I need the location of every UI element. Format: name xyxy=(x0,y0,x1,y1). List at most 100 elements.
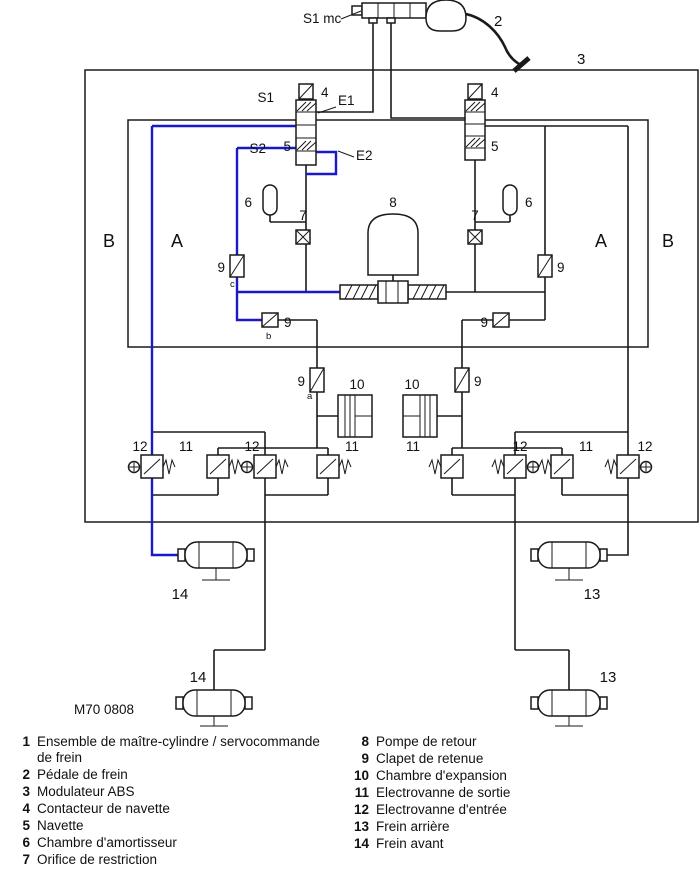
brake-nub xyxy=(246,548,255,562)
brake-nub xyxy=(177,548,186,562)
wheel-cylinder xyxy=(182,689,246,717)
legend: 1 Ensemble de maître-cylindre / servocom… xyxy=(22,734,510,867)
legend-text-2: Pédale de frein xyxy=(37,767,128,782)
legend-num-1: 1 xyxy=(22,734,30,749)
zone-a-left: A xyxy=(171,231,183,251)
label-expansion-10-right: 10 xyxy=(404,377,419,392)
brake-nub xyxy=(244,696,253,710)
brake-nub xyxy=(599,548,608,562)
valve-spring xyxy=(491,458,524,475)
pipes-black xyxy=(152,20,629,690)
label-brake-13-mid: 13 xyxy=(584,586,601,603)
coil-cross xyxy=(528,462,538,472)
brake-nub xyxy=(530,548,539,562)
damper-chambers xyxy=(262,184,518,216)
hydraulic-pipe xyxy=(152,20,629,690)
label-pedal-2: 2 xyxy=(494,13,502,30)
pump-motor xyxy=(367,213,419,276)
legend-num-6: 6 xyxy=(22,835,30,850)
inlet-valve-12 xyxy=(604,454,653,479)
rear-brake-mid-right xyxy=(530,541,608,581)
shuttle-valve-left xyxy=(295,83,355,166)
expansion-chambers xyxy=(337,394,438,438)
label-valve-12: 12 xyxy=(244,439,259,454)
legend-text-12: Electrovanne d'entrée xyxy=(376,802,507,817)
return-pump xyxy=(339,213,447,304)
orifice-left-x xyxy=(295,229,311,245)
legend-num-14: 14 xyxy=(354,836,370,851)
valve-flap xyxy=(537,254,553,278)
label-modulator-3: 3 xyxy=(577,51,585,68)
piston-hatch xyxy=(344,284,377,300)
restriction-orifices xyxy=(295,229,483,245)
zone-b-right: B xyxy=(662,231,674,251)
shuttle-valve-right xyxy=(464,83,486,161)
inlet-valve-12 xyxy=(240,454,289,479)
legend-num-12: 12 xyxy=(354,802,369,817)
valve-spring xyxy=(319,458,352,475)
legend-text-7: Orifice de restriction xyxy=(37,852,157,867)
zone-a-right: A xyxy=(595,231,607,251)
valve-spring xyxy=(428,458,461,475)
legend-num-13: 13 xyxy=(354,819,370,834)
label-valve-11: 11 xyxy=(179,439,193,454)
wheel-cylinder xyxy=(537,541,601,569)
brake-detail xyxy=(196,690,232,727)
brake-detail xyxy=(551,690,587,727)
label-damper-6-right: 6 xyxy=(525,195,533,210)
label-check-9-upper-left: 9 xyxy=(217,260,225,275)
label-contact-4-right: 4 xyxy=(491,85,499,100)
diagram-labels: S1 mc 2 3 S1 4 E1 S2 5 E2 4 5 B A A B 6 … xyxy=(74,11,674,717)
label-s2: S2 xyxy=(249,141,266,156)
label-s1: S1 xyxy=(257,90,274,105)
outlet-valve-11 xyxy=(428,454,464,479)
label-e2: E2 xyxy=(356,148,373,163)
damper-chamber-left xyxy=(262,184,278,216)
label-brake-14-bottom: 14 xyxy=(190,669,207,686)
zone-b-left: B xyxy=(103,231,115,251)
label-valve-11: 11 xyxy=(579,439,593,454)
legend-num-7: 7 xyxy=(22,852,30,867)
coil-cross xyxy=(641,462,651,472)
legend-text-8: Pompe de retour xyxy=(376,734,477,749)
label-expansion-10-left: 10 xyxy=(349,377,364,392)
legend-text-1: Ensemble de maître-cylindre / servocomma… xyxy=(37,734,320,749)
front-brake-bottom-left xyxy=(175,689,253,727)
outlet-valve-11 xyxy=(538,454,574,479)
inlet-valve-12 xyxy=(491,454,540,479)
legend-num-8: 8 xyxy=(361,734,369,749)
mc-ribs xyxy=(377,3,411,18)
label-valve-12: 12 xyxy=(132,439,147,454)
label-check-sub-b: b xyxy=(266,331,271,342)
label-valve-12: 12 xyxy=(637,439,652,454)
valve-flap xyxy=(454,367,470,393)
legend-text-13: Frein arrière xyxy=(376,819,450,834)
label-valve-12: 12 xyxy=(512,439,527,454)
brakes xyxy=(175,541,608,727)
brake-pedal-arm xyxy=(465,12,522,67)
label-valve-11: 11 xyxy=(406,439,420,454)
shuttle-body xyxy=(464,99,486,161)
label-check-sub-a: a xyxy=(307,391,313,402)
master-cylinder-assembly xyxy=(340,0,531,73)
orifice-right-x xyxy=(467,229,483,245)
outlet-valve-11 xyxy=(316,454,352,479)
label-orifice-7-right: 7 xyxy=(471,208,479,223)
check-valves xyxy=(229,254,553,393)
label-e1: E1 xyxy=(338,93,355,108)
wheel-cylinder xyxy=(184,541,248,569)
chamber-piston xyxy=(344,395,372,437)
label-damper-6-left: 6 xyxy=(244,195,252,210)
rear-brake-bottom-right xyxy=(530,689,608,727)
valve-flap xyxy=(309,367,325,393)
legend-text-6: Chambre d'amortisseur xyxy=(37,835,177,850)
brake-nub xyxy=(175,696,184,710)
label-check-9-mid-right: 9 xyxy=(480,315,488,330)
valve-flap xyxy=(261,312,279,328)
front-brake-mid-left xyxy=(177,541,255,581)
legend-num-2: 2 xyxy=(22,767,30,782)
valve-flap xyxy=(229,254,245,278)
brake-detail xyxy=(551,542,587,581)
legend-num-3: 3 xyxy=(22,784,30,799)
